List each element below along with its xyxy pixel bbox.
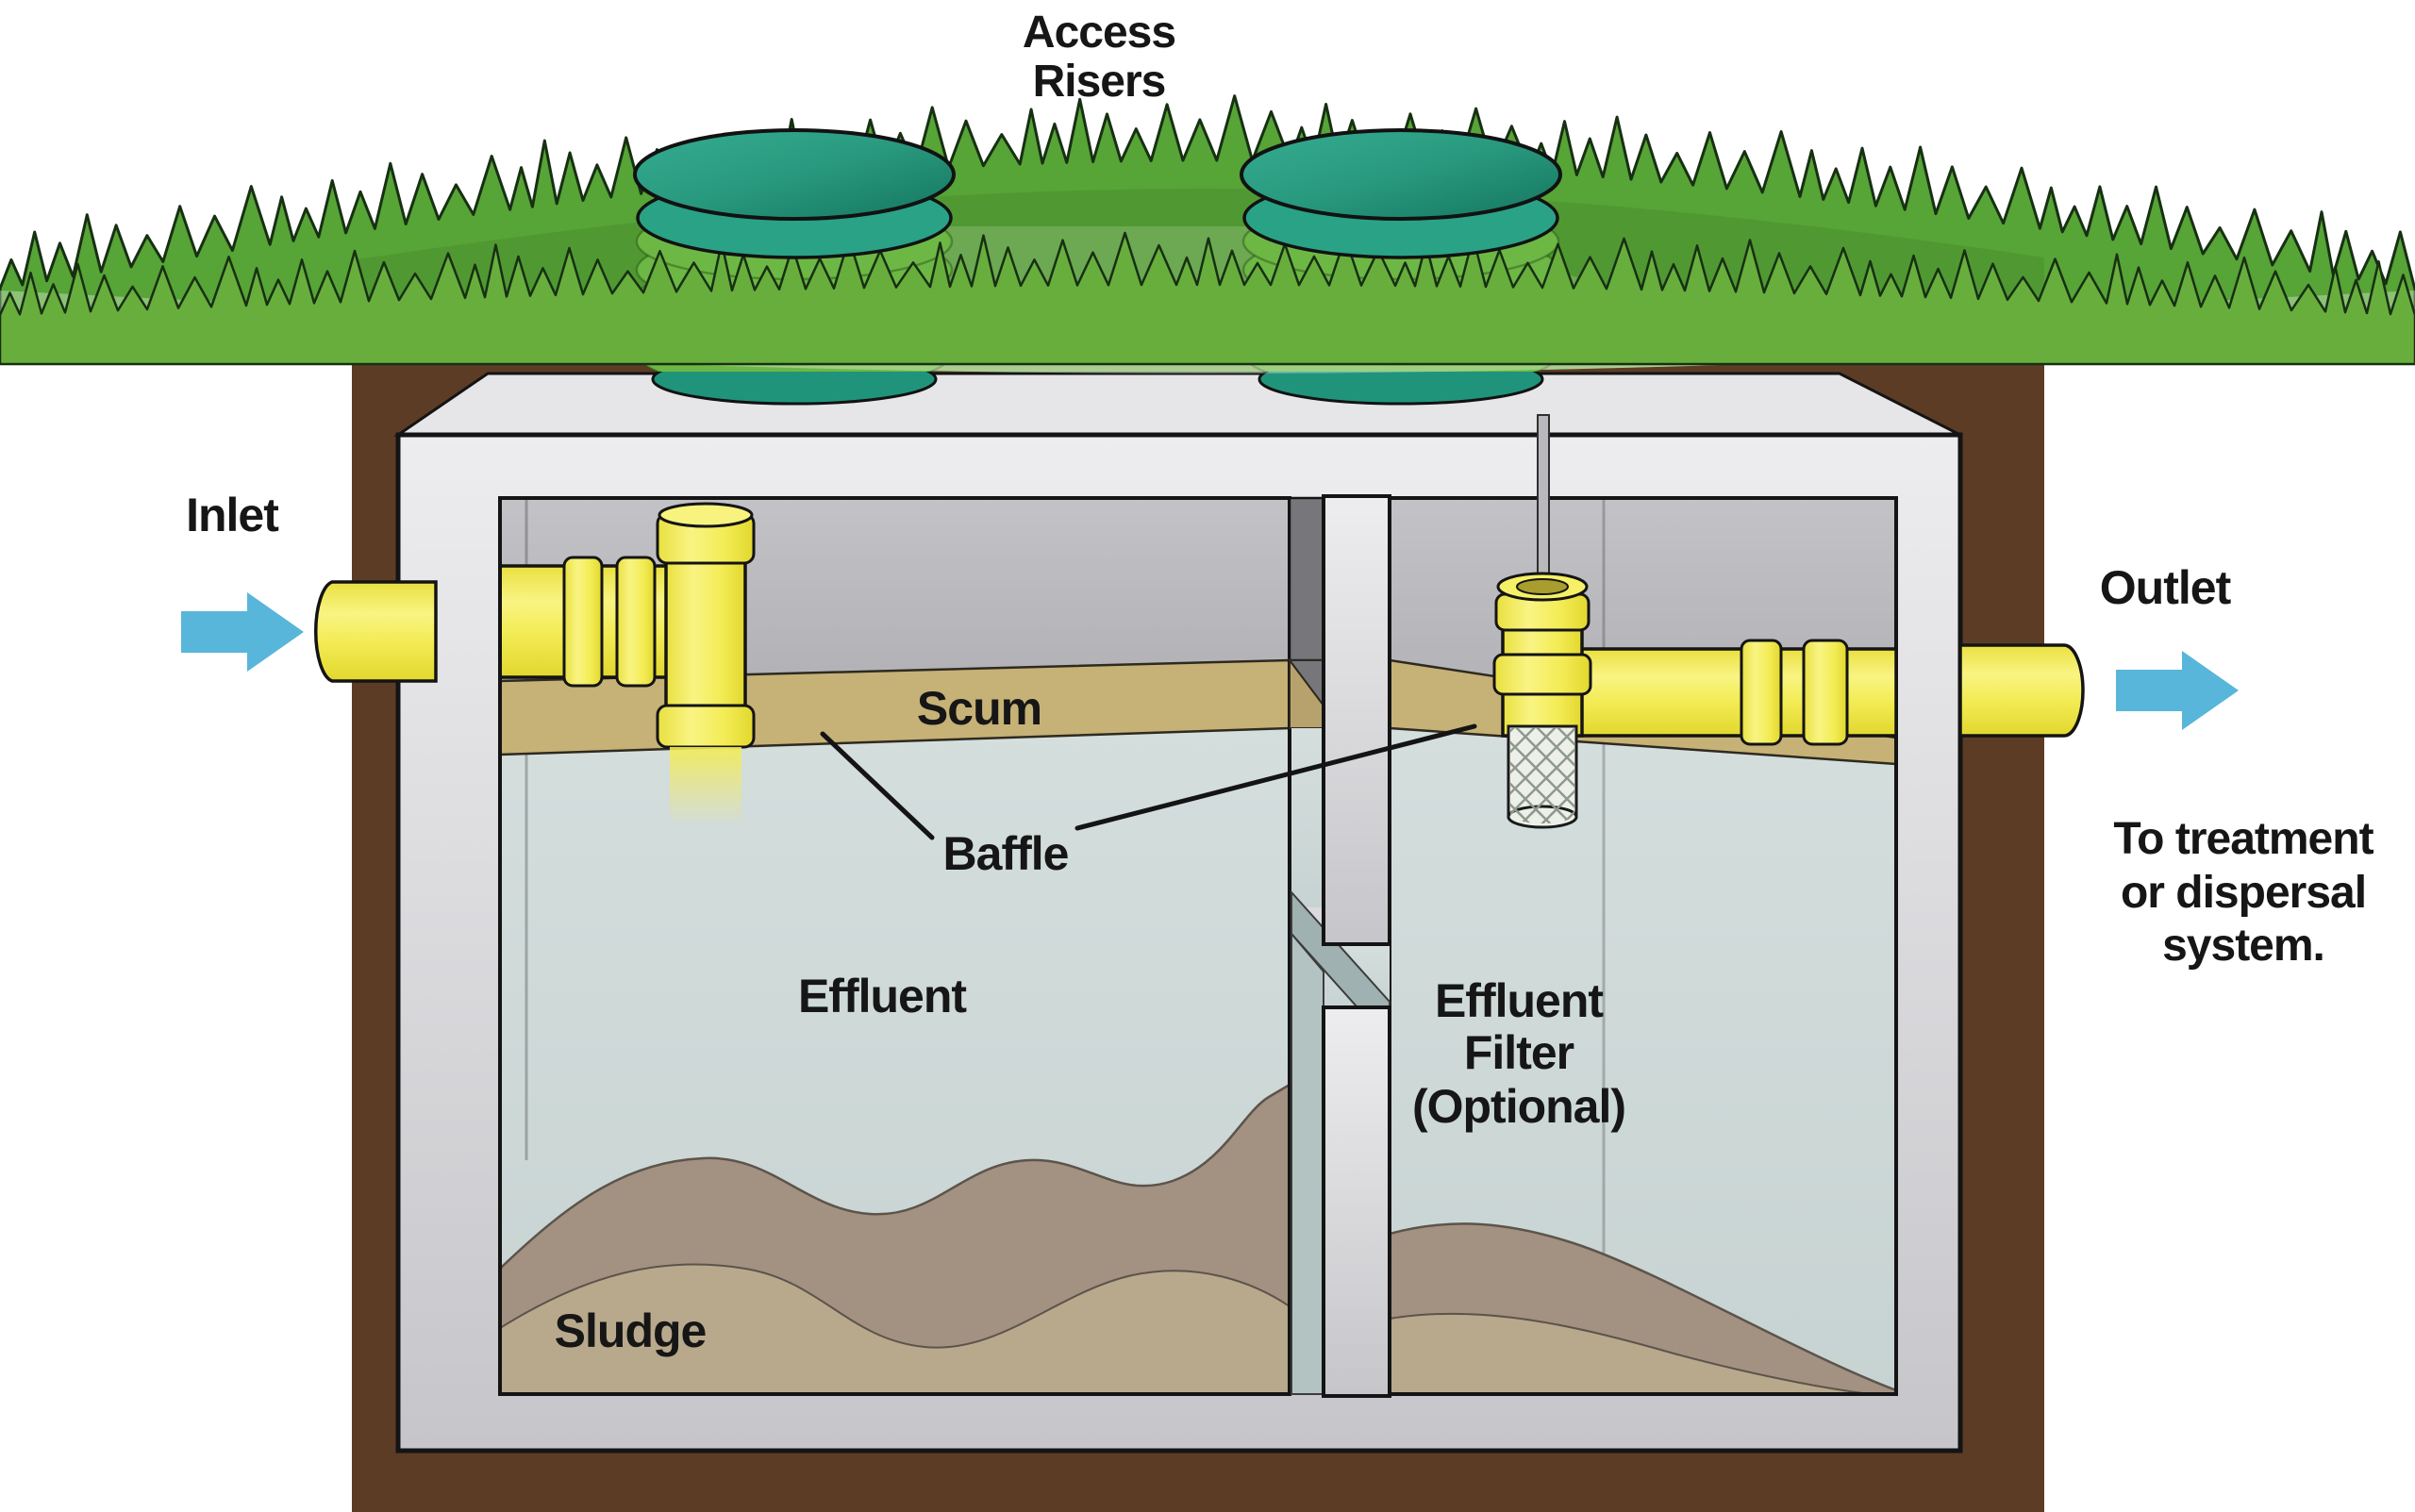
effluent-filter-mesh	[1507, 724, 1578, 829]
inlet-flow-arrow-icon	[181, 592, 304, 672]
inlet-pipe-collar-2	[615, 556, 657, 688]
inlet-baffle-tee	[500, 502, 756, 826]
inlet-baffle-submerged-pipe	[670, 747, 741, 826]
divider-wall-side-face	[1288, 496, 1325, 662]
inlet-baffle-top-cap	[658, 502, 754, 528]
baffle-label: Baffle	[943, 827, 1069, 880]
outlet-pipe-exterior	[1958, 643, 2085, 738]
inlet-baffle-bottom-collar	[656, 704, 756, 749]
grass-front-silhouette	[0, 231, 2415, 366]
riser-1-lid	[633, 128, 956, 259]
chamber-1	[500, 498, 1290, 1394]
divider-wall-lower	[1322, 1005, 1391, 1398]
outlet-baffle-mid-collar	[1492, 653, 1592, 696]
baffle-leader-line-right	[1074, 723, 1477, 831]
inlet-label: Inlet	[186, 489, 279, 541]
baffle-leader-line-left	[820, 731, 935, 840]
outlet-pipe-collar-1	[1740, 639, 1783, 746]
riser-2-lid	[1240, 128, 1562, 259]
title-line-1: Access	[1023, 8, 1175, 58]
chamber-1-frame	[498, 496, 1291, 1396]
effluent-filter-label-line-1: Effluent	[1435, 974, 1604, 1027]
effluent-filter-label-line-3: (Optional)	[1412, 1080, 1625, 1133]
tank-top-face	[393, 372, 1961, 437]
title-line-2: Risers	[1033, 57, 1166, 107]
outlet-note-line-3: system.	[2162, 921, 2324, 971]
outlet-note-line-2: or dispersal	[2121, 868, 2366, 918]
divider-lower-side-face	[1291, 931, 1324, 1395]
inlet-pipe-collar-1	[562, 556, 604, 688]
chamber-1-sludge-lower	[500, 1263, 1290, 1394]
riser-1-cap	[633, 128, 956, 221]
sludge-label: Sludge	[555, 1304, 707, 1357]
divider-wall-upper	[1322, 494, 1391, 946]
outlet-baffle-assembly	[1492, 572, 1898, 829]
divider-wall	[1288, 494, 1391, 1398]
outlet-note-line-1: To treatment	[2113, 814, 2373, 864]
outlet-pipe-collar-2	[1802, 639, 1849, 746]
outlet-label: Outlet	[2100, 561, 2232, 614]
riser-2-cap	[1240, 128, 1562, 221]
outlet-flow-arrow-icon	[2116, 651, 2239, 730]
effluent-label: Effluent	[798, 970, 967, 1022]
filter-pull-rod	[1537, 414, 1550, 597]
divider-effluent-strip	[1291, 728, 1324, 907]
chamber-2	[1390, 498, 1896, 1394]
outlet-baffle-opening	[1516, 578, 1569, 595]
scum-label: Scum	[917, 682, 1041, 735]
inlet-pipe-exterior	[313, 580, 438, 683]
effluent-filter-label-line-2: Filter	[1464, 1026, 1574, 1079]
